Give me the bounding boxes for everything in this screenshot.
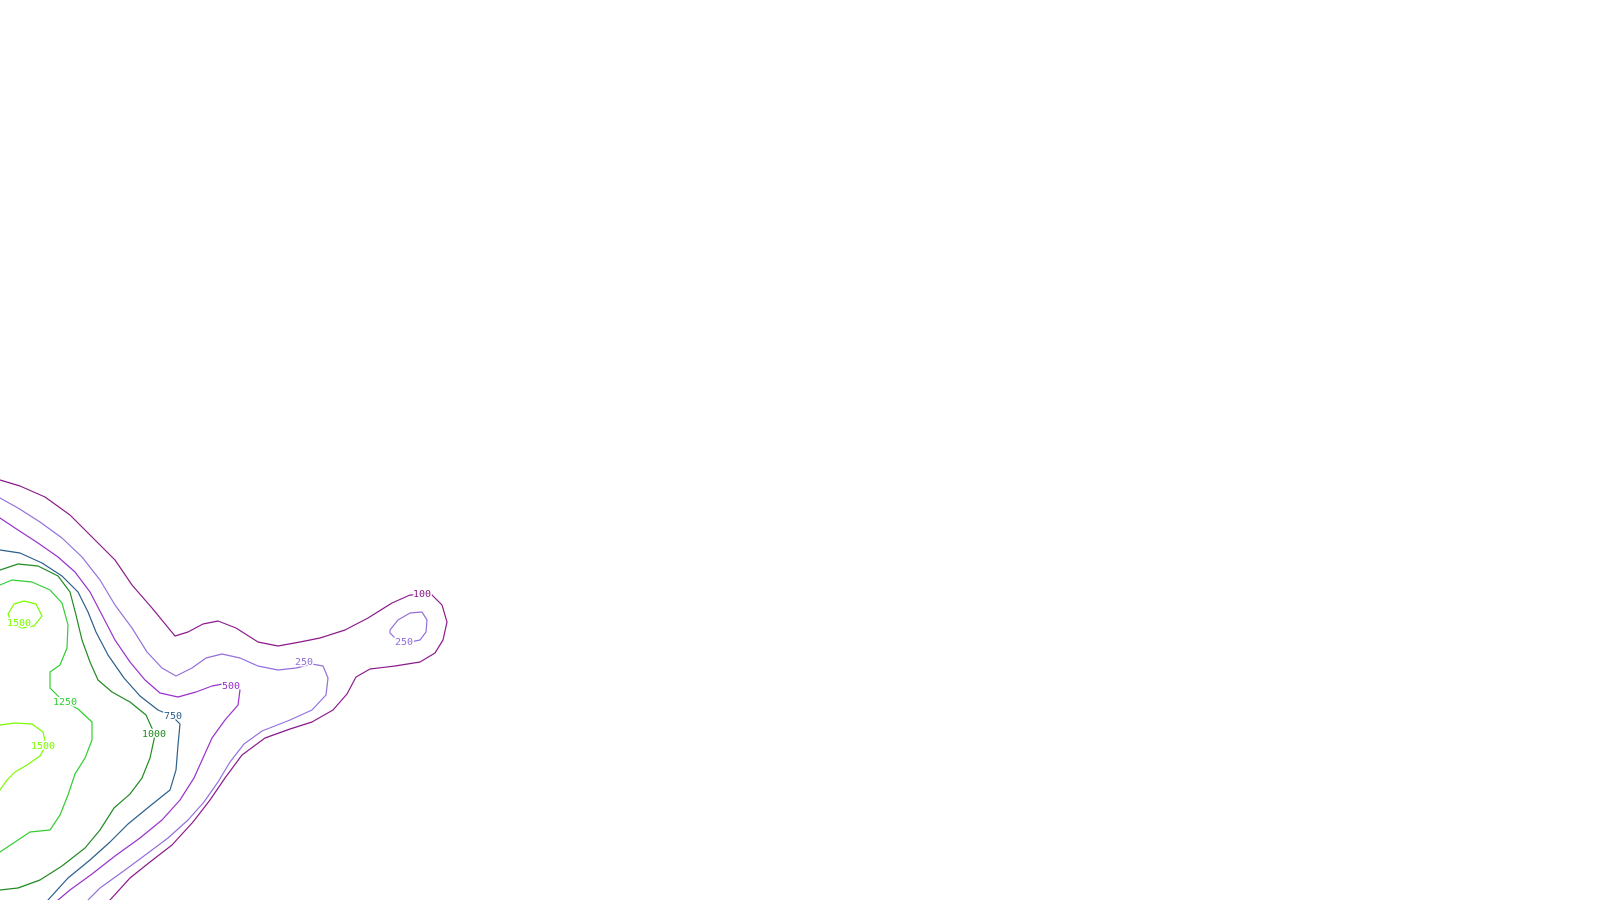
contour-label-250-loop: 250 [395,637,413,648]
contour-line-250-loop [389,611,428,643]
contour-label-500: 500 [222,681,240,692]
contour-line-750 [0,549,181,900]
contour-label-750: 750 [164,711,182,722]
contour-label-1000: 1000 [142,729,166,740]
contour-line-250 [0,497,329,900]
contour-label-1500-upper: 1500 [7,618,31,629]
contour-label-1250: 1250 [53,697,77,708]
contour-line-100 [0,479,448,900]
contour-label-250: 250 [295,657,313,668]
contour-label-1500-lower: 1500 [31,741,55,752]
contour-line-500 [0,517,241,900]
contour-line-1000 [0,563,156,891]
contour-line-1500-upper [7,600,43,629]
contour-line-1500-lower [0,722,47,791]
contour-label-100: 100 [413,589,431,600]
contour-line-1250 [0,579,93,853]
